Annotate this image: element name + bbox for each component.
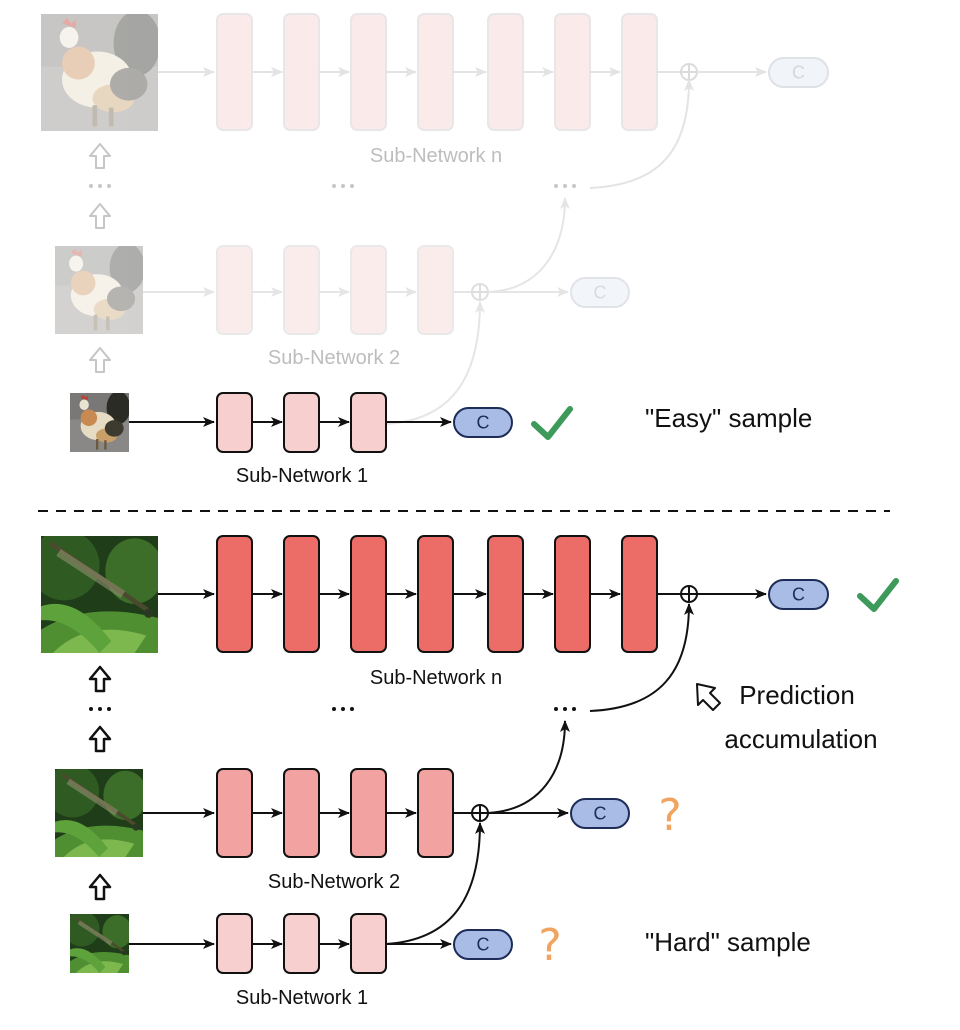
top-input-image-2 [55,246,143,334]
bottom-n-block-1 [216,535,253,653]
easy-sample-label: "Easy" sample [645,403,812,433]
top-subnetwork-2-label: Sub-Network 2 [268,347,400,369]
question-mark-icon: ? [538,920,561,971]
top-subnetwork-1-label: Sub-Network 1 [236,465,368,487]
bottom-sum-node-n [680,585,698,603]
bottom-subnetwork-2-label: Sub-Network 2 [268,871,400,893]
top-subnetwork-n-row: C [41,13,829,189]
top-subnetwork-2-row: C [55,197,630,425]
top-input-image-1 [70,393,129,452]
bottom-subnetwork-1-label: Sub-Network 1 [236,987,368,1009]
bottom-input-image-n [41,536,158,653]
top-2-block-4 [417,245,454,335]
top-2-block-3 [350,245,387,335]
bottom-subnetwork-2-blocks [216,768,454,858]
top-resize-arrows [89,143,111,373]
bottom-up-arrow-3 [88,873,112,901]
question-mark-icon: ? [658,790,681,841]
bottom-classifier-1-label: C [477,935,490,955]
easy-sample-panel: C Sub-Network n [41,13,829,487]
top-subnetwork-n-blocks [216,13,658,131]
bottom-classifier-n-label: C [792,585,805,605]
top-up-arrow-3 [89,347,111,373]
top-input-image-n [41,14,158,131]
bottom-n-block-7 [621,535,658,653]
bottom-1-block-3 [350,913,387,974]
top-n-block-6 [554,13,591,131]
bottom-sum-node-2 [471,804,489,822]
top-classifier-n-label: C [792,63,805,83]
bottom-n-block-6 [554,535,591,653]
hard-sample-label: "Hard" sample [645,927,811,957]
bottom-2-block-3 [350,768,387,858]
bottom-n-block-3 [350,535,387,653]
top-classifier-2-label: C [594,283,607,303]
top-n-block-7 [621,13,658,131]
top-n-block-2 [283,13,320,131]
top-subnetwork-1-blocks [216,392,387,453]
bottom-input-image-2 [55,769,143,857]
bottom-ellipsis-row [89,707,576,711]
bottom-2-block-1 [216,768,253,858]
top-1-block-2 [283,392,320,453]
top-up-arrow-2 [89,203,111,229]
bottom-up-arrow-1 [88,665,112,693]
top-1-block-3 [350,392,387,453]
bottom-1-block-2 [283,913,320,974]
top-classifier-1-label: C [477,413,490,433]
bottom-subnetwork-n-blocks [216,535,658,653]
bottom-input-image-1 [70,914,129,973]
top-sum-node-2 [471,283,489,301]
top-n-block-3 [350,13,387,131]
top-classifier-2 [570,277,630,308]
bottom-classifier-n [768,579,829,610]
bottom-n-block-5 [487,535,524,653]
top-subnetwork-2-blocks [216,245,454,335]
bottom-classifier-2-label: C [594,804,607,824]
top-up-arrow-1 [89,143,111,169]
check-icon [531,406,573,440]
top-2-block-1 [216,245,253,335]
check-icon [857,578,899,612]
bottom-subnetwork-n-row: C [41,535,899,712]
bottom-1-block-1 [216,913,253,974]
top-ellipsis-row [89,184,576,188]
annotation-line-1: Prediction [739,680,855,710]
pointer-arrow-icon [696,683,721,711]
annotation-line-2: accumulation [724,724,877,754]
top-n-block-1 [216,13,253,131]
bottom-2-block-4 [417,768,454,858]
top-n-block-5 [487,13,524,131]
bottom-subnetwork-1-blocks [216,913,387,974]
bottom-subnetwork-n-label: Sub-Network n [370,667,502,689]
bottom-2-block-2 [283,768,320,858]
bottom-subnetwork-1-row: C ? [70,913,562,974]
bottom-n-block-4 [417,535,454,653]
bottom-subnetwork-2-row: C ? [55,720,682,945]
top-1-block-1 [216,392,253,453]
bottom-classifier-2 [570,798,630,829]
top-n-block-4 [417,13,454,131]
top-subnetwork-n-label: Sub-Network n [370,145,502,167]
bottom-resize-arrows [88,665,112,901]
top-sum-node-n [680,63,698,81]
top-2-block-2 [283,245,320,335]
bottom-up-arrow-2 [88,725,112,753]
top-classifier-1 [453,407,513,438]
bottom-classifier-1 [453,929,513,960]
top-subnetwork-1-row: C [70,392,573,453]
top-classifier-n [768,57,829,88]
hard-sample-panel: C Sub-Network n Prediction accumulation [41,535,899,1009]
bottom-n-block-2 [283,535,320,653]
